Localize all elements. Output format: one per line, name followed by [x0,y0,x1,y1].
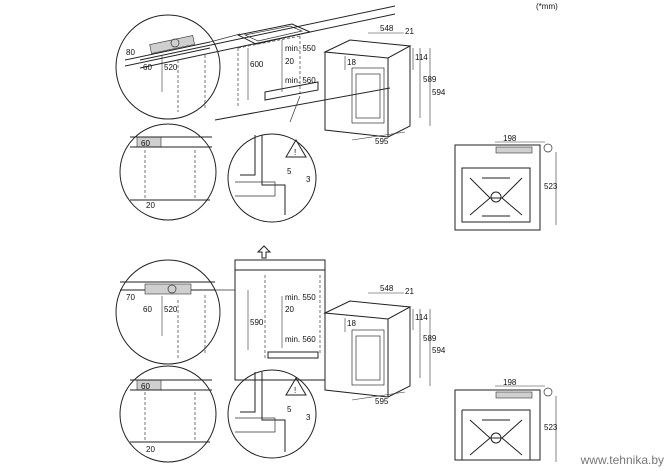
wood-section [235,181,276,197]
dim-20b-b: 20 [146,445,155,454]
dim-60: 60 [143,63,152,72]
dim-114: 114 [415,53,428,62]
svg-text:!: ! [294,386,296,395]
vent-strip-b [267,351,319,359]
dim-21-b: 21 [405,287,414,296]
dim-548-b: 548 [380,284,394,293]
side-view-cavity [454,144,541,231]
dim-70: 70 [126,293,135,302]
dim-18-b: 18 [347,319,356,328]
top-installation: min. 550 20 600 min. 560 18 548 21 114 5… [115,5,558,231]
dim-594-b: 594 [432,346,446,355]
info-icon-side [543,143,553,153]
dim-20-b: 20 [285,305,294,314]
info-icon [170,38,180,48]
dim-5-b: 5 [287,405,292,414]
detail-circle-3 [227,133,317,223]
dim-21: 21 [405,27,414,36]
dim-60-bb: 60 [143,305,152,314]
dim-520-b: 520 [164,305,178,314]
oven-door-glass [351,67,385,124]
detail-circle-2b [119,365,217,463]
oven-shelf-rack-b [469,419,523,456]
dim-3: 3 [306,175,311,184]
hob-inner [243,25,304,42]
hob [236,23,312,45]
arrow-up-icon [256,245,272,259]
detail-circle-1 [115,14,221,120]
dim-523-b: 523 [544,423,558,432]
info-icon-b [167,284,177,294]
dim-114-b: 114 [415,313,428,322]
dim-80: 80 [126,48,135,57]
tall-cabinet [234,259,326,381]
oven-box-b [323,300,412,398]
svg-text:!: ! [294,148,296,157]
detail-circle-1b [115,259,221,365]
dim-60b-b: 60 [141,382,150,391]
dim-5: 5 [287,167,292,176]
warning-icon [285,139,307,158]
warning-icon-b [285,377,307,396]
dim-20b: 20 [146,201,155,210]
dim-20: 20 [285,57,294,66]
dim-594: 594 [432,88,446,97]
dim-595: 595 [375,137,389,146]
vent-strip [264,81,319,101]
dim-min550: min. 550 [285,44,316,53]
dim-523: 523 [544,182,558,191]
dim-min550-b: min. 550 [285,293,316,302]
dim-198-b: 198 [503,378,517,387]
detail-circle-2 [119,123,217,221]
oven-shelf-rack [469,177,523,217]
dim-548: 548 [380,24,394,33]
dim-min560-b: min. 560 [285,335,316,344]
dim-520: 520 [164,63,178,72]
watermark: www.tehnika.by [580,453,664,467]
side-view-cavity-b [454,389,541,461]
cabinet-cutout [237,35,301,108]
oven-box [323,39,412,138]
dim-198: 198 [503,134,517,143]
dim-18: 18 [347,58,356,67]
dim-3-b: 3 [306,413,311,422]
dim-min560: min. 560 [285,76,316,85]
dim-60b: 60 [141,139,150,148]
unit-note: (*mm) [536,2,558,11]
bottom-installation: min. 550 20 590 min. 560 18 548 21 114 5… [115,245,558,463]
dim-590: 590 [250,318,264,327]
detail-circle-3b [227,369,317,459]
dim-595-b: 595 [375,397,389,406]
dim-600: 600 [250,60,264,69]
info-icon-side-b [543,387,553,397]
